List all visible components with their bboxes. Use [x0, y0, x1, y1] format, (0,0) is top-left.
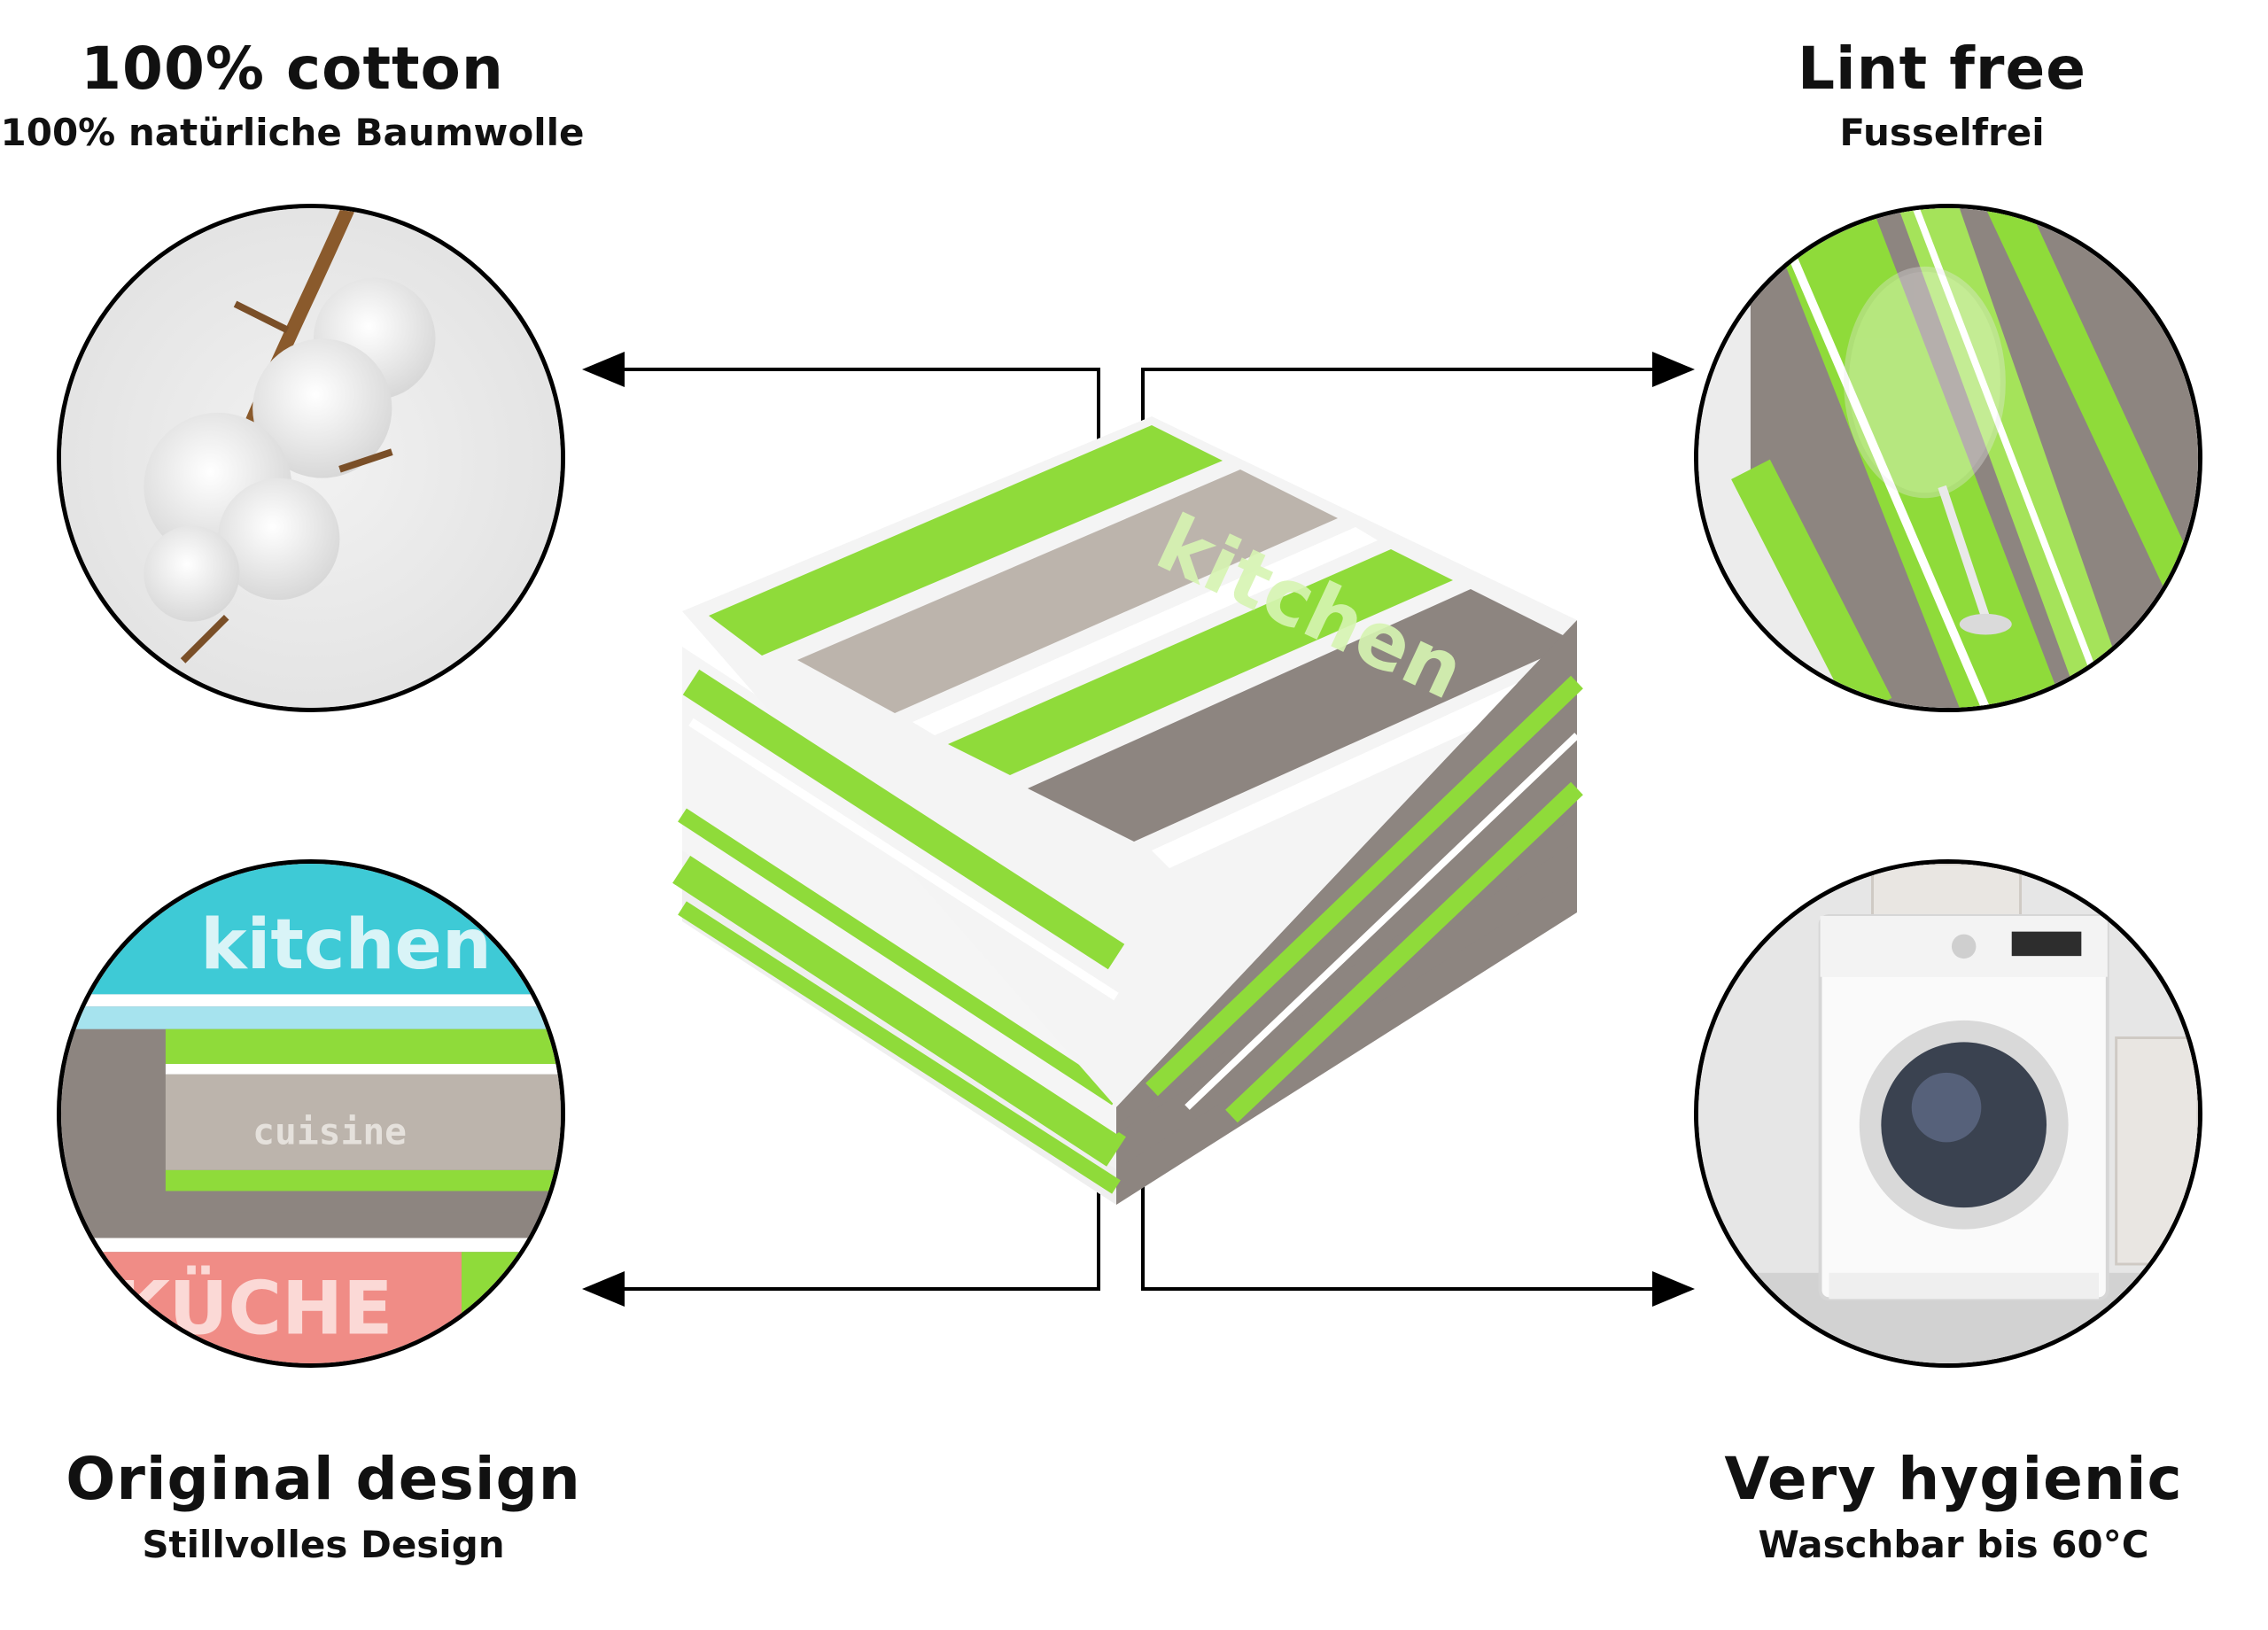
cotton-circle [57, 204, 565, 712]
hygienic-title: Very hygienic [1724, 1445, 2183, 1513]
design-circle: kitchen cuisine KÜCHE [57, 859, 565, 1368]
hygienic-circle [1694, 859, 2202, 1368]
design-icon: kitchen cuisine KÜCHE [61, 864, 561, 1363]
cotton-title: 100% cotton [81, 35, 504, 103]
design-title: Original design [66, 1445, 581, 1513]
lint-free-title: Lint free [1798, 35, 2086, 103]
washing-machine-icon [1698, 864, 2198, 1363]
towel-top: kitchen [682, 416, 1583, 1125]
cotton-icon [61, 208, 561, 708]
lint-free-circle [1694, 204, 2202, 712]
design-text-cuisine: cuisine [252, 1110, 407, 1153]
glass-icon [1698, 208, 2198, 708]
towel-stack-image: kitchen [672, 416, 1583, 1205]
design-subtitle: Stillvolles Design [142, 1523, 505, 1566]
lint-free-subtitle: Fusselfrei [1839, 111, 2045, 154]
design-text-kitchen: kitchen [200, 904, 492, 985]
cotton-subtitle: 100% natürliche Baumwolle [0, 111, 585, 154]
hygienic-subtitle: Waschbar bis 60°C [1758, 1523, 2149, 1566]
